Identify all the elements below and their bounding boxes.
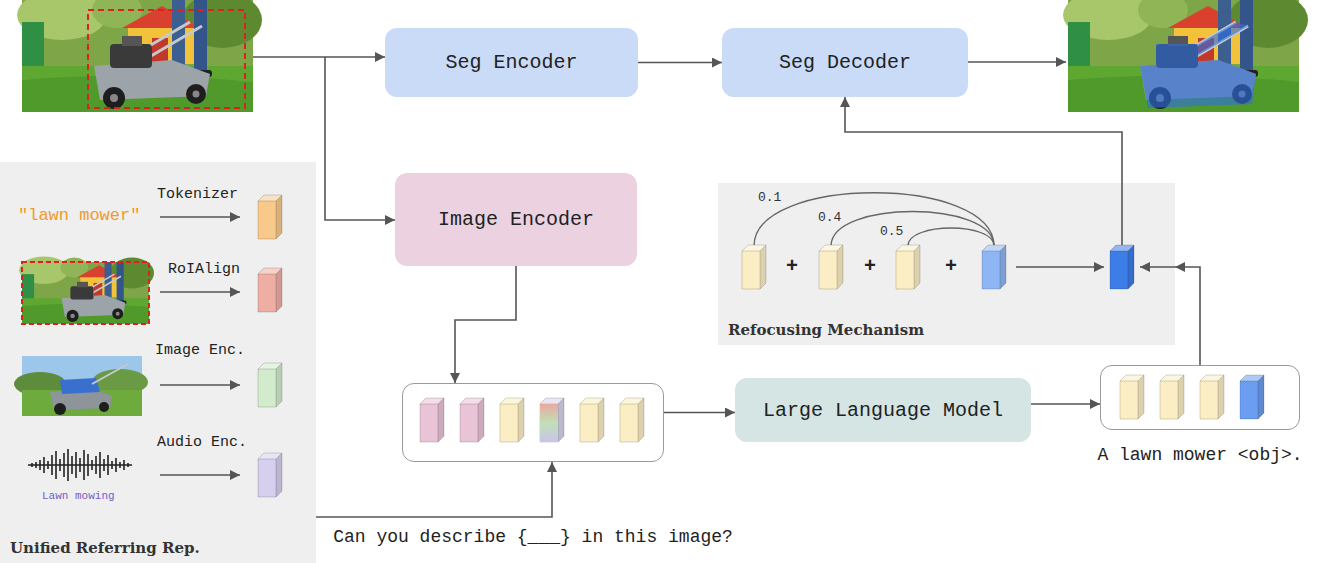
panel-heading: Unified Referring Rep. (10, 539, 200, 557)
annotation-label: RoIAlign (168, 261, 240, 278)
token-cube (620, 398, 644, 442)
connector-arrow (455, 266, 516, 383)
label-holder: Lawn mowing (42, 486, 115, 504)
label-holder: + (864, 255, 876, 279)
weight-arc (831, 212, 994, 247)
photo-thumbnail (14, 356, 148, 416)
input-photo (17, 0, 262, 112)
wire (968, 61, 1066, 63)
token-cube (258, 363, 282, 407)
label-holder: Image Enc. (155, 341, 245, 360)
token-cube (500, 398, 524, 442)
encoder-box: Image Encoder (395, 173, 637, 266)
annotation-label: Image Enc. (155, 342, 245, 359)
operator-sign: + (864, 255, 876, 278)
label-holder: "lawn mower" (18, 206, 140, 226)
token-cube (982, 245, 1006, 289)
annotation-label: 0.1 (758, 190, 781, 205)
panel-ground (0, 162, 316, 563)
wire (1016, 266, 1104, 268)
label-holder: 0.1 (758, 188, 781, 206)
token-cube (1240, 375, 1264, 419)
token-sequence: Can you describe {___} in this image? (402, 383, 664, 462)
wire (1140, 266, 1175, 268)
sequence-caption: Can you describe {___} in this image? (333, 526, 733, 548)
token-sequence: A lawn mower <obj>. (1100, 365, 1300, 430)
encoder-box: Seg Encoder (385, 28, 638, 97)
model-box: Large Language Model (735, 378, 1031, 442)
output-photo (1063, 0, 1308, 112)
token-cube (819, 245, 843, 289)
annotation-label: 0.5 (880, 224, 903, 239)
connector-arrow (1175, 267, 1200, 365)
token-cube (1110, 245, 1134, 289)
wire (253, 56, 385, 58)
wire (160, 216, 240, 218)
wire (160, 474, 240, 476)
token-cube (258, 453, 282, 497)
box-label: Seg Decoder (779, 51, 911, 74)
label-holder: RoIAlign (168, 260, 240, 279)
token-cube (258, 195, 282, 239)
annotation-label: Tokenizer (157, 186, 238, 203)
label-holder: Audio Enc. (157, 433, 247, 452)
weight-arc (754, 193, 994, 246)
box-label: Seg Encoder (445, 51, 577, 74)
connector-arrow (664, 412, 735, 414)
label-holder: Tokenizer (157, 185, 238, 204)
connector-arrow (638, 62, 722, 64)
token-cube (580, 398, 604, 442)
annotation-label: Lawn mowing (42, 490, 115, 502)
token-cube (258, 268, 282, 312)
panel-ground (718, 183, 1175, 345)
wire (1121, 183, 1123, 245)
audio-waveform (28, 449, 132, 481)
crop-thumbnail (19, 257, 154, 325)
wire (160, 384, 240, 386)
token-cube (1120, 375, 1144, 419)
weight-arc (908, 228, 994, 246)
operator-sign: + (786, 255, 798, 278)
token-cube (742, 245, 766, 289)
annotation-label: "lawn mower" (18, 206, 140, 225)
operator-sign: + (945, 255, 957, 278)
connector-arrow (1031, 403, 1100, 405)
label-holder: 0.5 (880, 222, 903, 240)
label-holder: + (786, 255, 798, 279)
token-cube (896, 245, 920, 289)
label-holder: 0.4 (818, 208, 841, 226)
box-label: Large Language Model (763, 399, 1003, 422)
token-cube (1160, 375, 1184, 419)
panel-heading: Refocusing Mechanism (728, 321, 924, 339)
box-label: Image Encoder (438, 208, 594, 231)
token-cube (420, 398, 444, 442)
sequence-caption: A lawn mower <obj>. (1097, 444, 1302, 466)
token-cube (540, 398, 564, 442)
token-cube (460, 398, 484, 442)
wire (160, 291, 240, 293)
decoder-box: Seg Decoder (722, 28, 968, 97)
label-holder: + (945, 255, 957, 279)
token-cube (1200, 375, 1224, 419)
connector-arrow (316, 462, 552, 517)
annotation-label: 0.4 (818, 210, 841, 225)
connector-arrow (845, 97, 1122, 183)
annotation-label: Audio Enc. (157, 434, 247, 451)
